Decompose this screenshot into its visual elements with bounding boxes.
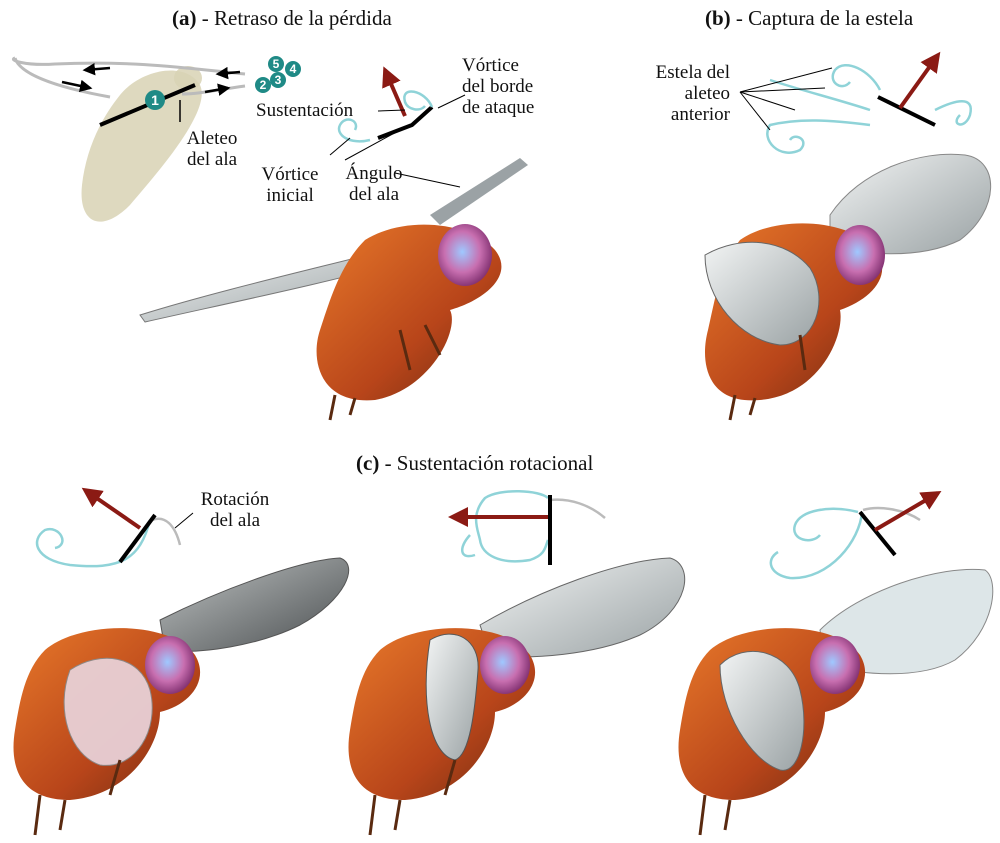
vortice-inicial-label: Vórtice inicial [250, 164, 330, 206]
vortice-inicial-line1: Vórtice [250, 164, 330, 185]
rotacion-line1: Rotación [190, 489, 280, 510]
panel-c-diagram [14, 490, 993, 835]
angulo-line1: Ángulo [334, 163, 414, 184]
vortex-swirl-icon [476, 491, 548, 561]
aleteo-label-line2: del ala [172, 149, 252, 170]
estela-line1: Estela del [620, 62, 730, 83]
aleteo-label: Aleteo del ala [172, 128, 252, 170]
wing-path-icon [152, 519, 180, 545]
vortice-inicial-line2: inicial [250, 185, 330, 206]
callout-line [740, 92, 795, 110]
wing-section-bar-icon [860, 512, 895, 555]
vortice-borde-line1: Vórtice [462, 55, 534, 76]
fly-illustration-icon [679, 569, 993, 835]
fly-illustration-icon [349, 558, 685, 835]
vortice-borde-line3: de ataque [462, 97, 534, 118]
vortex-swirl-icon [771, 509, 862, 578]
estela-label: Estela del aleteo anterior [620, 62, 730, 125]
stroke-number-badge: 5 [268, 56, 284, 72]
stroke-number-badge: 3 [270, 72, 286, 88]
vortex-swirl-icon [935, 101, 971, 124]
panel-a-title-text: - Retraso de la pérdida [202, 6, 392, 30]
estela-line2: aleteo [620, 83, 730, 104]
panel-c-title: (c) - Sustentación rotacional [356, 451, 593, 475]
estela-line3: anterior [620, 104, 730, 125]
vortex-swirl-icon [833, 65, 880, 90]
stroke-number-badge: 1 [145, 90, 165, 110]
wing-section-bar-icon [120, 515, 155, 562]
callout-line [438, 95, 465, 108]
panel-b-title-text: - Captura de la estela [736, 6, 913, 30]
vortice-borde-line2: del borde [462, 76, 534, 97]
panel-b-title: (b) - Captura de la estela [705, 6, 913, 30]
vortex-swirl-icon [767, 120, 870, 152]
callout-line [345, 130, 400, 160]
lift-arrow-icon [900, 55, 938, 108]
fly-illustration-icon [705, 154, 991, 420]
wake-vortices [767, 65, 970, 152]
sustentacion-label: Sustentación [256, 100, 353, 121]
aleteo-label-line1: Aleteo [172, 128, 252, 149]
stroke-number-badge: 2 [255, 77, 271, 93]
callout-line [330, 138, 350, 155]
vortice-borde-label: Vórtice del borde de ataque [462, 55, 534, 118]
rotacion-line2: del ala [190, 510, 280, 531]
vortex-swirl-icon [462, 535, 475, 556]
panel-a-title: (a) - Retraso de la pérdida [172, 6, 392, 30]
vortex-swirl-icon [339, 120, 370, 142]
vortex-swirl-icon [770, 80, 870, 110]
stroke-arrow-icon [85, 68, 110, 70]
fly-illustration-icon [14, 558, 349, 835]
panel-b-letter: (b) [705, 6, 731, 30]
panel-c-title-text: - Sustentación rotacional [385, 451, 594, 475]
panel-b-diagram [705, 55, 991, 420]
angulo-line2: del ala [334, 184, 414, 205]
lift-arrow-icon [85, 490, 140, 528]
lift-arrow-icon [875, 493, 938, 530]
rotacion-label: Rotación del ala [190, 489, 280, 531]
angulo-label: Ángulo del ala [334, 163, 414, 205]
panel-c-letter: (c) [356, 451, 379, 475]
panel-a-letter: (a) [172, 6, 197, 30]
callout-line [740, 92, 770, 130]
stroke-number-badge: 4 [285, 61, 301, 77]
vortex-swirl-icon [404, 91, 432, 109]
wing-path-icon [550, 500, 605, 518]
lift-arrow-icon [385, 70, 405, 116]
